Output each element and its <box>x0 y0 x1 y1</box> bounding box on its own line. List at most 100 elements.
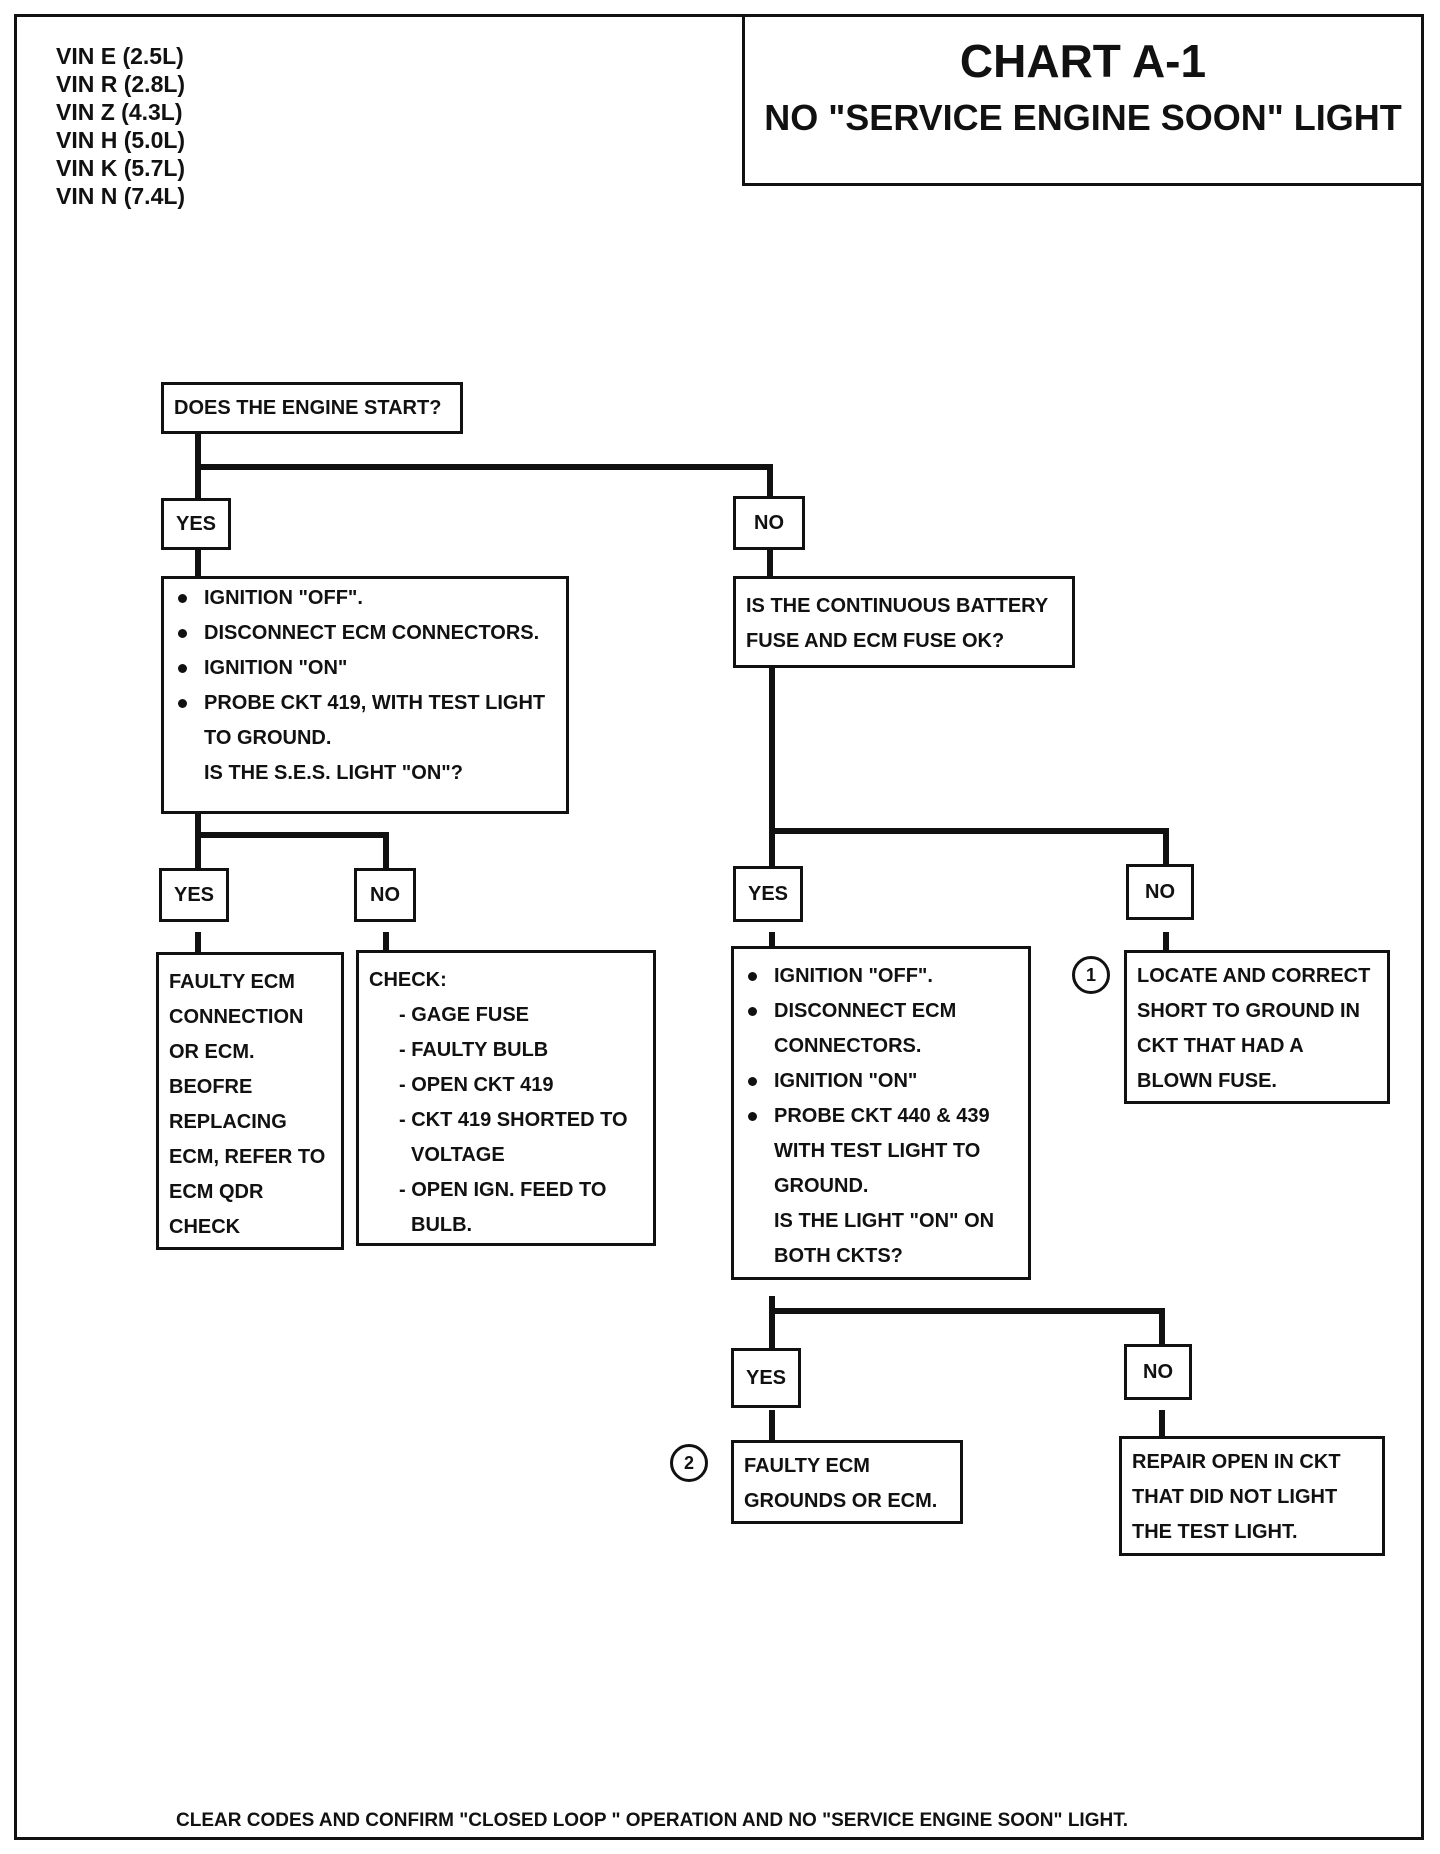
vin-item: VIN Z (4.3L) <box>56 99 183 125</box>
check-item: - CKT 419 SHORTED TO <box>399 1109 628 1131</box>
step-item: PROBE CKT 419, WITH TEST LIGHT <box>174 686 556 721</box>
fuse-question-line: FUSE AND ECM FUSE OK? <box>746 630 1005 652</box>
no-label: NO <box>1124 1344 1192 1400</box>
check-heading: CHECK: <box>369 969 447 991</box>
check-item-continuation: BULB. <box>411 1214 473 1236</box>
check-item: - GAGE FUSE <box>399 1004 530 1026</box>
faulty-ecm-connection-box: FAULTY ECM CONNECTION OR ECM. BEOFRE REP… <box>156 952 344 1250</box>
vin-item: VIN K (5.7L) <box>56 155 186 181</box>
no-label-text: NO <box>370 884 400 906</box>
step-continuation: GROUND. <box>774 1175 869 1197</box>
step-item: DISCONNECT ECM CONNECTORS. <box>174 616 556 651</box>
step-continuation: CONNECTORS. <box>774 1035 922 1057</box>
no-label: NO <box>354 868 416 922</box>
step-item: IGNITION "OFF". <box>174 581 556 616</box>
fuse-question-line: IS THE CONTINUOUS BATTERY <box>746 595 1049 617</box>
yes-label: YES <box>161 498 231 550</box>
check-item: - OPEN CKT 419 <box>399 1074 554 1096</box>
ecm-check-box: IGNITION "OFF". DISCONNECT ECM CONNECTOR… <box>161 576 569 814</box>
step-continuation: TO GROUND. <box>204 727 332 749</box>
yes-label: YES <box>733 866 803 922</box>
connector <box>769 828 1169 834</box>
step-marker-1: 1 <box>1072 956 1110 994</box>
step-question: BOTH CKTS? <box>774 1245 903 1267</box>
box-line: REPAIR OPEN IN CKT <box>1132 1451 1341 1473</box>
yes-label-text: YES <box>173 884 215 906</box>
vin-item: VIN N (7.4L) <box>56 183 186 209</box>
check-item: - FAULTY BULB <box>399 1039 549 1061</box>
box-line: BLOWN FUSE. <box>1137 1070 1277 1092</box>
connector <box>767 464 773 514</box>
repair-open-box: REPAIR OPEN IN CKT THAT DID NOT LIGHT TH… <box>1119 1436 1385 1556</box>
connector <box>383 932 389 964</box>
yes-label-text: YES <box>745 1367 787 1389</box>
connector <box>1159 1308 1165 1374</box>
chart-subtitle: NO "SERVICE ENGINE SOON" LIGHT <box>764 97 1402 138</box>
yes-label-text: YES <box>175 513 217 535</box>
step-item: PROBE CKT 440 & 439 <box>744 1099 1018 1134</box>
box-line: BEOFRE <box>169 1076 253 1098</box>
yes-label: YES <box>731 1348 801 1408</box>
yes-label-text: YES <box>747 883 789 905</box>
probe-box: IGNITION "OFF". DISCONNECT ECM CONNECTOR… <box>731 946 1031 1280</box>
chart-title: CHART A-1 <box>959 35 1207 87</box>
page-frame <box>14 14 1424 1840</box>
no-label-text: NO <box>1143 1361 1173 1383</box>
box-line: LOCATE AND CORRECT <box>1137 965 1371 987</box>
vin-list: VIN E (2.5L) VIN R (2.8L) VIN Z (4.3L) V… <box>56 42 185 210</box>
fuse-question-box: IS THE CONTINUOUS BATTERY FUSE AND ECM F… <box>733 576 1075 668</box>
step-marker-2: 2 <box>670 1444 708 1482</box>
check-item: - OPEN IGN. FEED TO <box>399 1179 607 1201</box>
no-label: NO <box>1126 864 1194 920</box>
box-line: THE TEST LIGHT. <box>1132 1521 1298 1543</box>
box-line: CHECK <box>169 1216 241 1238</box>
no-label: NO <box>733 496 805 550</box>
chart-title-box: CHART A-1 NO "SERVICE ENGINE SOON" LIGHT <box>742 14 1424 186</box>
connector <box>383 832 389 898</box>
box-line: OR ECM. <box>169 1041 255 1063</box>
box-line: THAT DID NOT LIGHT <box>1132 1486 1338 1508</box>
connector <box>769 668 775 898</box>
step-continuation: WITH TEST LIGHT TO <box>774 1140 981 1162</box>
footer-note: CLEAR CODES AND CONFIRM "CLOSED LOOP " O… <box>176 1810 1128 1831</box>
start-question-box: DOES THE ENGINE START? <box>161 382 463 434</box>
box-line: FAULTY ECM <box>744 1455 870 1477</box>
no-label-text: NO <box>1145 881 1175 903</box>
check-box: CHECK: - GAGE FUSE - FAULTY BULB - OPEN … <box>356 950 656 1246</box>
step-item: IGNITION "ON" <box>174 651 556 686</box>
connector <box>1163 932 1169 964</box>
box-line: ECM, REFER TO <box>169 1146 326 1168</box>
check-item-continuation: VOLTAGE <box>411 1144 505 1166</box>
box-line: SHORT TO GROUND IN <box>1137 1000 1360 1022</box>
connector <box>195 932 201 964</box>
step-item: IGNITION "OFF". <box>744 959 1018 994</box>
connector <box>769 1296 775 1376</box>
start-question-text: DOES THE ENGINE START? <box>174 397 442 419</box>
box-line: CKT THAT HAD A <box>1137 1035 1304 1057</box>
vin-item: VIN E (2.5L) <box>56 43 184 69</box>
step-question: IS THE S.E.S. LIGHT "ON"? <box>204 762 463 784</box>
box-line: FAULTY ECM <box>169 971 295 993</box>
step-item: IGNITION "ON" <box>744 1064 1018 1099</box>
box-line: ECM QDR <box>169 1181 264 1203</box>
yes-label: YES <box>159 868 229 922</box>
box-line: REPLACING <box>169 1111 287 1133</box>
box-line: CONNECTION <box>169 1006 304 1028</box>
vin-item: VIN H (5.0L) <box>56 127 186 153</box>
short-to-ground-box: LOCATE AND CORRECT SHORT TO GROUND IN CK… <box>1124 950 1390 1104</box>
step-question: IS THE LIGHT "ON" ON <box>774 1210 995 1232</box>
connector <box>769 1308 1165 1314</box>
connector <box>195 464 773 470</box>
connector <box>1163 828 1169 896</box>
connector <box>195 432 201 512</box>
step-item: DISCONNECT ECM <box>744 994 1018 1029</box>
faulty-ecm-grounds-box: FAULTY ECM GROUNDS OR ECM. <box>731 1440 963 1524</box>
connector <box>195 812 201 898</box>
connector <box>195 832 389 838</box>
no-label-text: NO <box>754 512 784 534</box>
connector <box>195 548 201 584</box>
connector <box>767 548 773 584</box>
box-line: GROUNDS OR ECM. <box>744 1490 938 1512</box>
vin-item: VIN R (2.8L) <box>56 71 186 97</box>
connector <box>1159 1410 1165 1444</box>
